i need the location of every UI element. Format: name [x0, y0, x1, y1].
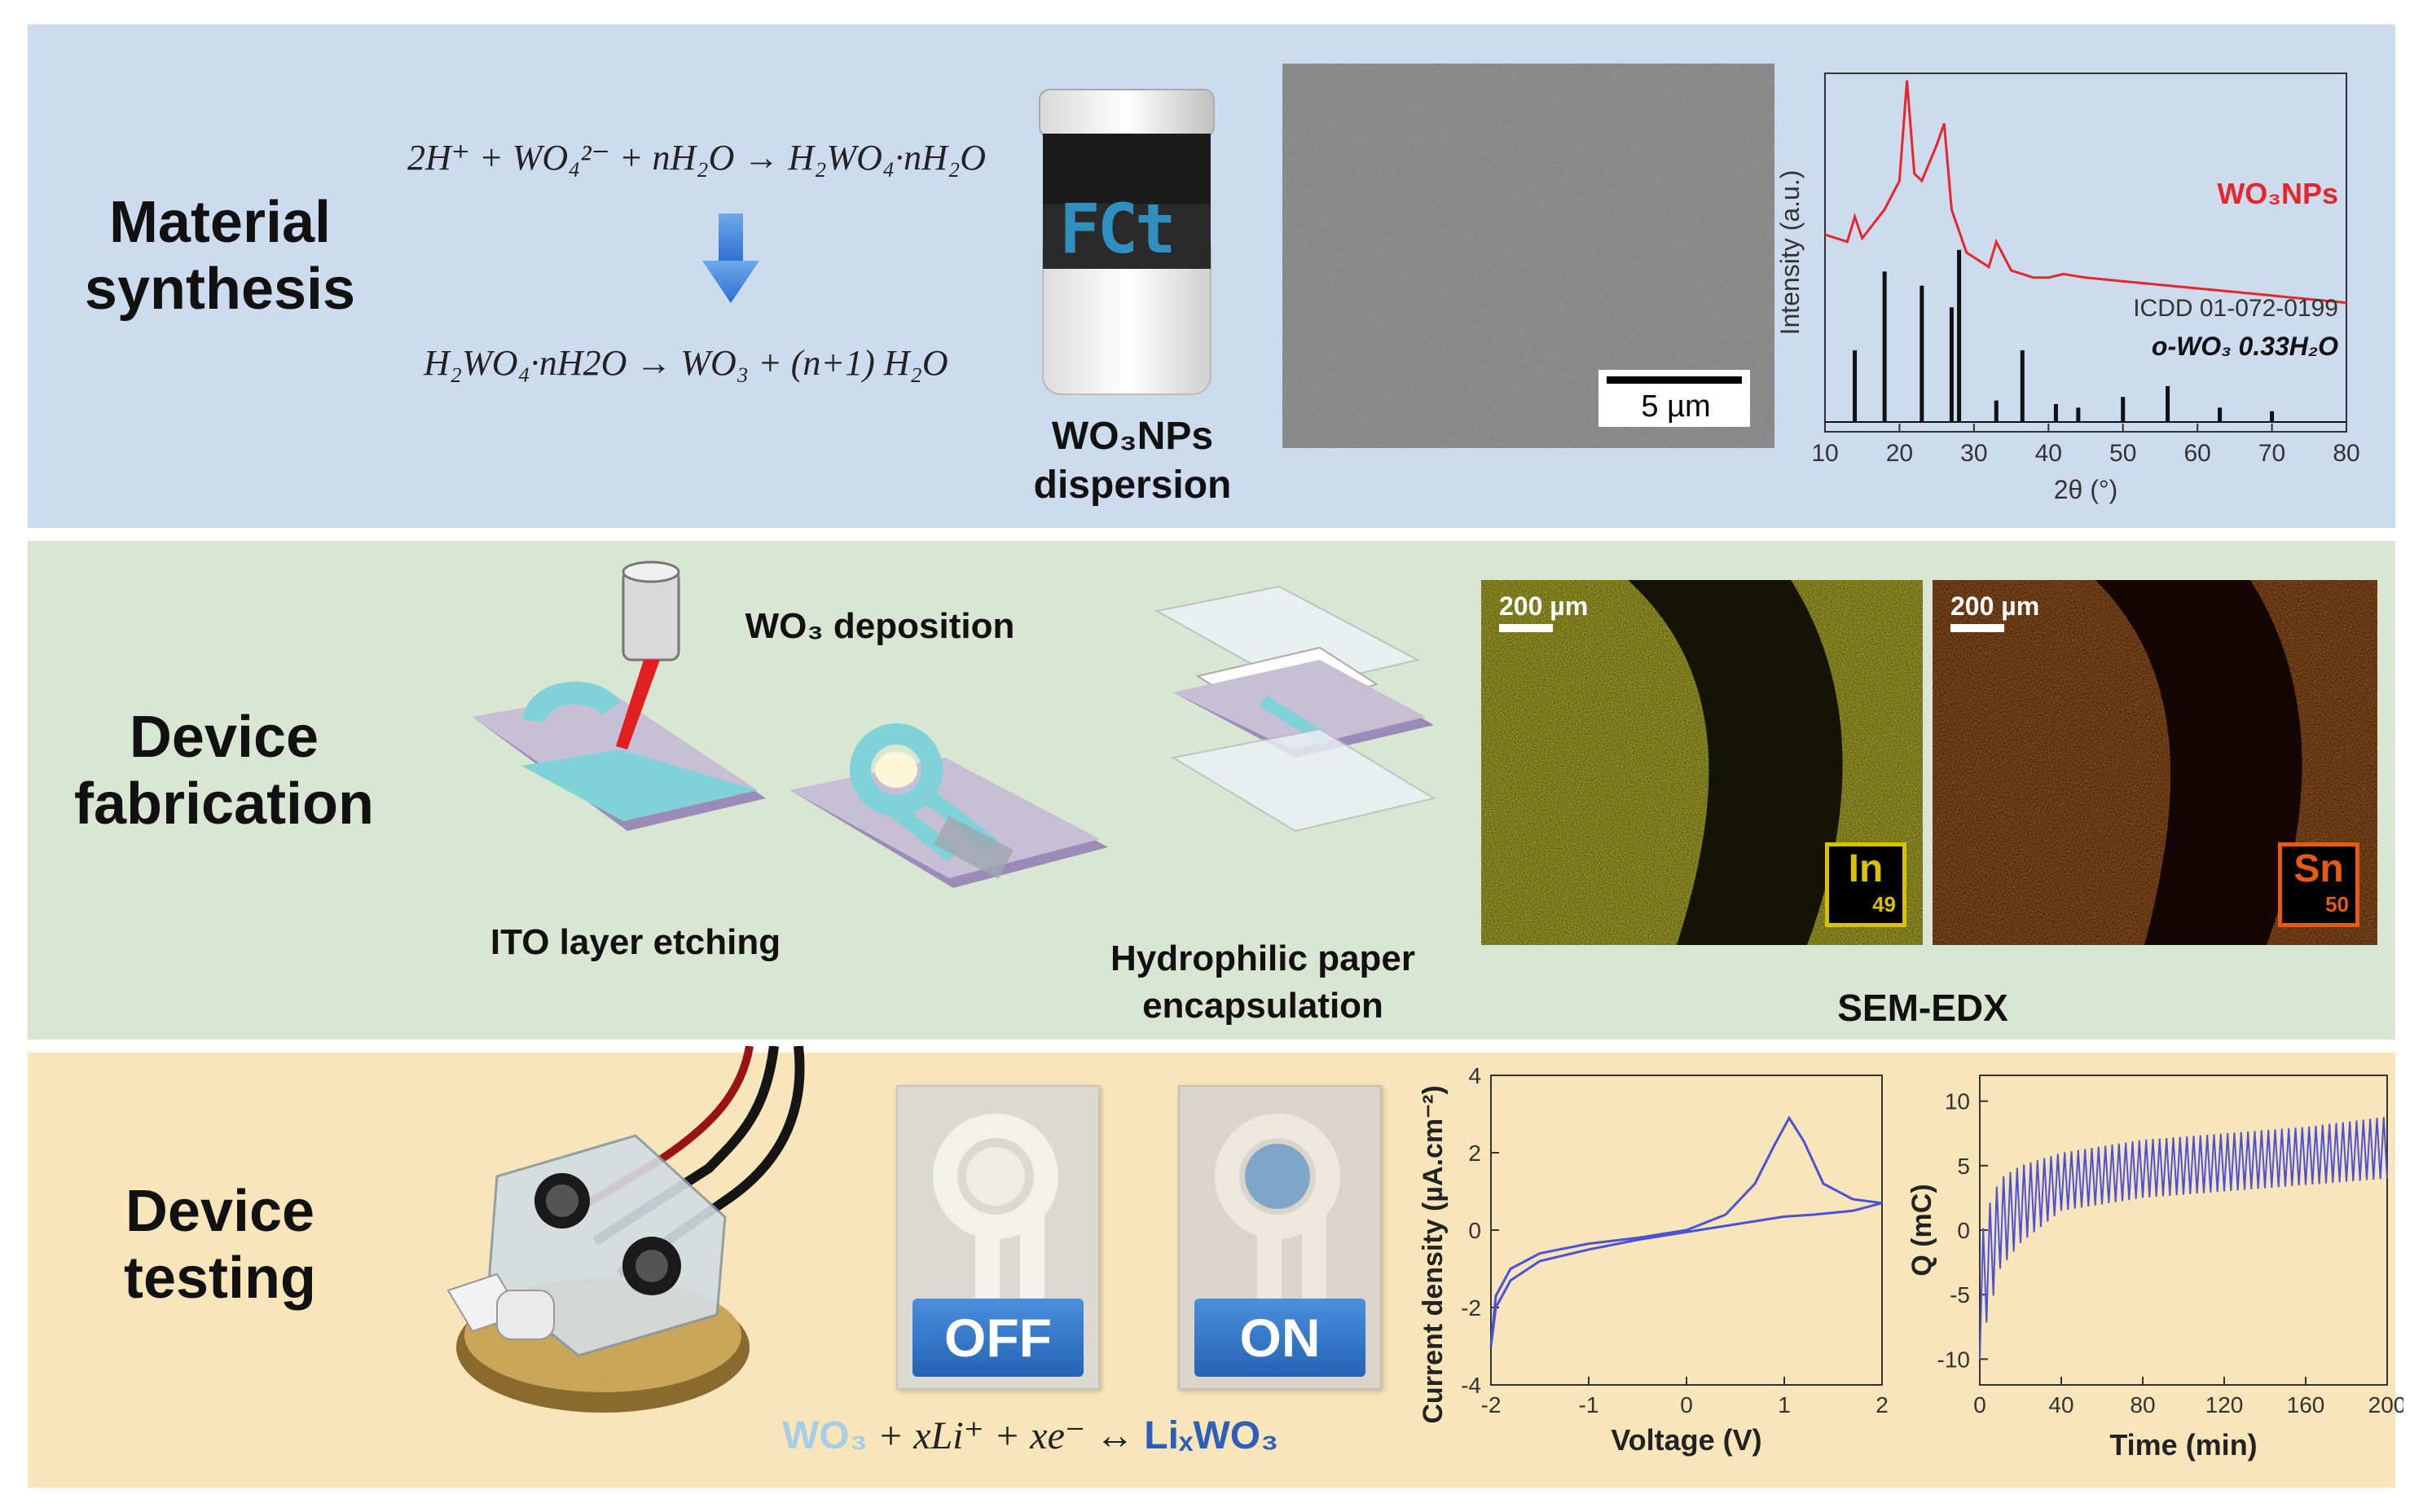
qt-ytick-label: 10: [1945, 1089, 1970, 1114]
edx-scale-label-2: 200 µm: [1950, 591, 2040, 621]
row-title-fabrication: Device fabrication: [73, 705, 375, 837]
cv-xlabel: Voltage (V): [1611, 1423, 1761, 1457]
xrd-xtick-label: 40: [2035, 440, 2062, 467]
laser-head: [616, 560, 680, 749]
cv-ytick-label: 0: [1468, 1218, 1481, 1243]
cv-ytick-label: -4: [1461, 1373, 1481, 1398]
qt-xtick-label: 80: [2130, 1392, 2155, 1418]
qt-ytick-label: 0: [1957, 1218, 1970, 1243]
qt-ytick-label: 5: [1957, 1154, 1970, 1179]
edx-indium-symbol: In: [1848, 847, 1884, 890]
xrd-xlabel: 2θ (°): [2054, 475, 2118, 504]
sem-scale-label: 5 µm: [1641, 389, 1711, 424]
edx-tin-number: 50: [2325, 892, 2349, 916]
qt-xtick-label: 160: [2287, 1392, 2325, 1418]
cv-ylabel: Current density (µA.cm⁻²): [1418, 1085, 1449, 1423]
fabrication-schematic: [473, 560, 1436, 888]
jar-logo: FCt: [1059, 189, 1176, 269]
edx-scale-label-1: 200 µm: [1499, 591, 1589, 621]
cv-ytick-label: 4: [1468, 1063, 1481, 1088]
qt-xtick-label: 200: [2368, 1392, 2403, 1418]
xrd-chart: 10 20 30 40 50 60 70 80 2θ (°) Intensity (a.u.) WO…: [1776, 73, 2360, 504]
cv-xtick-label: 2: [1876, 1392, 1889, 1418]
encapsulation-label-line1: Hydrophilic paper: [1110, 938, 1416, 978]
dispersion-label-line2: dispersion: [1033, 464, 1232, 507]
xrd-frame: [1824, 73, 2347, 433]
deposition-substrate: [790, 723, 1108, 888]
deposition-label: WO₃ deposition: [745, 606, 1015, 646]
xrd-measured-line: [1824, 80, 2347, 305]
xrd-series-label: WO₃NPs: [2217, 177, 2338, 210]
cv-ytick-label: -2: [1461, 1295, 1481, 1321]
xrd-xtick-label: 10: [1811, 440, 1838, 467]
qt-xtick-label: 0: [1973, 1392, 1986, 1418]
qt-ytick-label: -5: [1950, 1282, 1970, 1308]
qt-ylabel: Q (mC): [1906, 1184, 1937, 1276]
dispersion-label-line1: WO₃NPs: [1051, 415, 1214, 458]
xrd-reference-label-2: o-WO₃ 0.33H₂O: [2152, 332, 2338, 361]
edx-indium-number: 49: [1872, 892, 1896, 916]
encapsulation-label-line2: encapsulation: [1142, 986, 1383, 1026]
edx-map-indium: [1481, 580, 1923, 945]
down-arrow-icon: [702, 213, 759, 303]
xrd-xtick-label: 70: [2258, 440, 2285, 467]
cv-xtick-label: -1: [1579, 1392, 1599, 1418]
qt-frame: [1979, 1075, 2388, 1386]
xrd-xtick-label: 60: [2183, 440, 2210, 467]
xrd-ylabel: Intensity (a.u.): [1776, 170, 1805, 336]
edx-badge-indium: In 49: [1825, 842, 1906, 927]
off-label: OFF: [912, 1299, 1084, 1377]
reaction-wo3: WO₃: [782, 1414, 868, 1457]
xrd-xtick-label: 50: [2109, 440, 2136, 467]
qt-xtick-label: 40: [2048, 1392, 2073, 1418]
xrd-xtick-label: 20: [1886, 440, 1913, 467]
sample-off-photo: OFF: [896, 1085, 1100, 1390]
xrd-xtick-label: 80: [2333, 440, 2359, 467]
row-title-synthesis: Material synthesis: [84, 190, 356, 322]
cv-curve: [1489, 1115, 1883, 1347]
reaction-equation-3: WO₃ + xLi⁺ + xe⁻ ↔ LiₓWO₃: [782, 1413, 1401, 1458]
cv-ytick-label: 2: [1468, 1141, 1481, 1166]
cv-xtick-label: 1: [1778, 1392, 1791, 1418]
etching-label: ITO layer etching: [490, 922, 781, 962]
sem-edx-label: SEM-EDX: [1837, 987, 2008, 1029]
reaction-middle: + xLi⁺ + xe⁻ ↔: [867, 1414, 1145, 1457]
sem-micrograph: [1282, 64, 1774, 448]
edx-badge-tin: Sn 50: [2278, 842, 2359, 927]
qt-xtick-label: 120: [2205, 1392, 2244, 1418]
sample-on-photo: ON: [1178, 1085, 1382, 1390]
cv-xtick-label: 0: [1680, 1392, 1693, 1418]
xrd-xtick-label: 30: [1960, 440, 1987, 467]
cv-xtick-label: -2: [1481, 1392, 1502, 1418]
edx-tin-symbol: Sn: [2293, 847, 2344, 890]
nanoparticle-dispersion-jar: [1039, 89, 1215, 395]
row-title-testing: Device testing: [123, 1179, 316, 1311]
device-photo: [446, 1046, 805, 1413]
qt-curve: [1979, 1117, 2388, 1360]
reaction-lixwo3: LiₓWO₃: [1144, 1414, 1279, 1457]
qt-ytick-label: -10: [1937, 1347, 1970, 1372]
etching-substrate: [473, 681, 766, 831]
qt-xlabel: Time (min): [2109, 1428, 2257, 1461]
reaction-equation-1: 2H⁺ + WO₄²⁻ + nH₂O → H₂WO₄·nH₂O: [407, 138, 987, 178]
reaction-equation-2: H₂WO₄·nH2O → WO₃ + (n+1) H₂O: [424, 343, 948, 383]
xrd-reference-label-1: ICDD 01-072-0199: [2133, 295, 2338, 322]
encapsulation-stack: [1154, 585, 1436, 833]
on-label: ON: [1194, 1299, 1365, 1377]
